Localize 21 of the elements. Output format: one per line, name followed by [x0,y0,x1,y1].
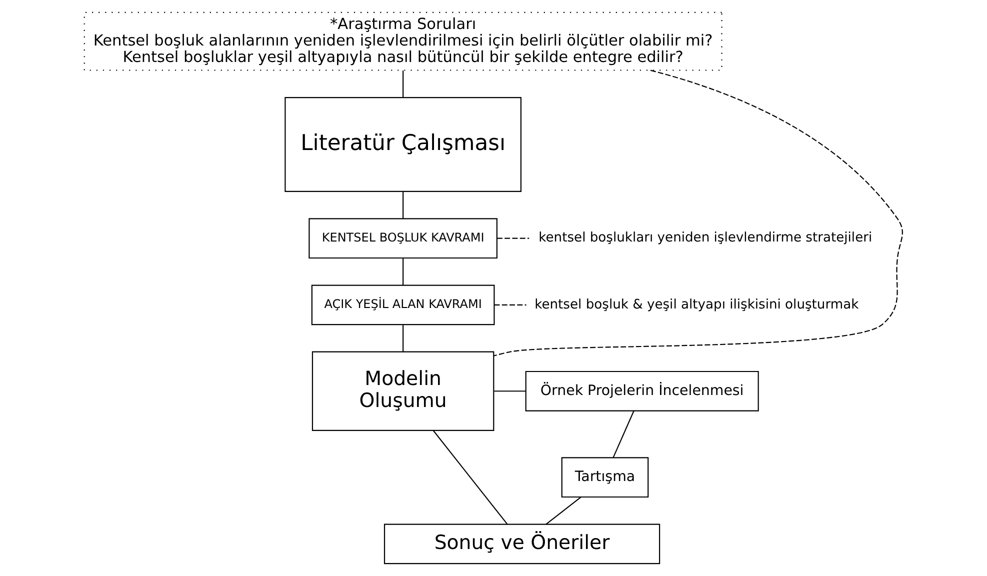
connector [494,70,903,356]
node-text: kentsel boşlukları yeniden işlevlendirme stratejileri [538,230,872,246]
node-box: KENTSEL BOŞLUK KAVRAMI [308,218,498,259]
connector [402,324,404,352]
connector [496,238,530,239]
node-box: Modelin Oluşumu [312,351,494,431]
node-box: *Araştırma Soruları Kentsel boşluk alanlarının yeniden işlevlendirilmesi için belirli ölçütler olabilir mi? Kentsel boşluklar yeşil altyapıyla nasıl bütüncül bir şekilde entegre edilir? [84,12,722,71]
node-box: Literatür Çalışması [284,97,522,192]
node-box: AÇIK YEŞİL ALAN KAVRAMI [311,284,495,326]
node-box: Sonuç ve Öneriler [384,524,660,564]
connector [402,258,404,286]
node-box: Örnek Projelerin İncelenmesi [525,370,759,412]
connector [612,410,634,458]
connector [402,192,404,218]
node-box: Tartışma [561,457,649,498]
connector [402,70,404,98]
connector [494,390,526,392]
node-text: kentsel boşluk & yeşil altyapı ilişkisini oluşturmak [534,297,859,312]
connector [494,304,526,306]
connector [546,496,582,525]
connector [432,430,508,525]
